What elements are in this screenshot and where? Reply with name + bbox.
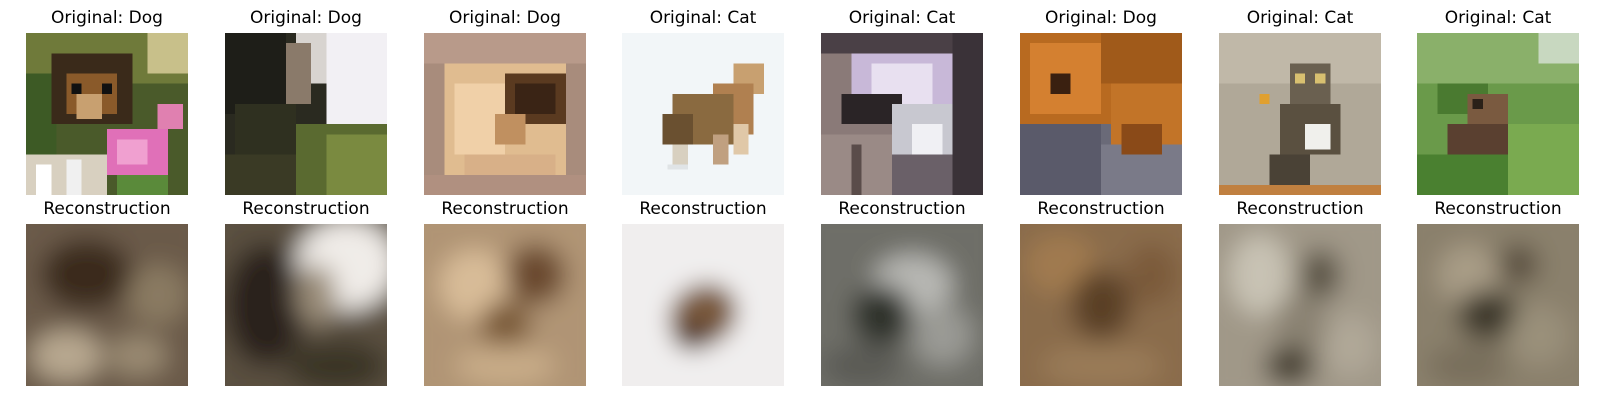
reconstruction-image (26, 224, 188, 386)
original-image-dog (424, 33, 586, 195)
reconstruction-panel-2: Reconstruction (225, 195, 387, 386)
original-panel-6: Original: Dog (1020, 4, 1182, 195)
reconstruction-panel-8: Reconstruction (1417, 195, 1579, 386)
reconstruction-panel-4: Reconstruction (622, 195, 784, 386)
original-image-cat (821, 33, 983, 195)
original-image-cat (1417, 33, 1579, 195)
panel-title: Reconstruction (43, 199, 171, 219)
reconstruction-panel-7: Reconstruction (1219, 195, 1381, 386)
reconstruction-panel-5: Reconstruction (821, 195, 983, 386)
original-image-dog (225, 33, 387, 195)
panel-title: Reconstruction (1236, 199, 1364, 219)
panel-title: Reconstruction (639, 199, 767, 219)
panel-title: Original: Cat (848, 8, 956, 28)
original-panel-8: Original: Cat (1417, 4, 1579, 195)
panel-title: Reconstruction (441, 199, 569, 219)
reconstruction-panel-3: Reconstruction (424, 195, 586, 386)
panel-title: Reconstruction (1037, 199, 1165, 219)
reconstruction-image (424, 224, 586, 386)
panel-title: Original: Dog (250, 8, 362, 28)
panel-title: Original: Cat (649, 8, 757, 28)
original-image-dog (1020, 33, 1182, 195)
panel-title: Original: Cat (1444, 8, 1552, 28)
panel-title: Original: Dog (51, 8, 163, 28)
panel-title: Original: Dog (449, 8, 561, 28)
original-panel-1: Original: Dog (26, 4, 188, 195)
original-image-dog (26, 33, 188, 195)
reconstruction-image (622, 224, 784, 386)
reconstruction-panel-6: Reconstruction (1020, 195, 1182, 386)
original-image-cat (622, 33, 784, 195)
original-image-cat (1219, 33, 1381, 195)
panel-title: Reconstruction (838, 199, 966, 219)
original-panel-3: Original: Dog (424, 4, 586, 195)
original-panel-4: Original: Cat (622, 4, 784, 195)
reconstruction-image (821, 224, 983, 386)
reconstruction-image (1219, 224, 1381, 386)
panel-title: Original: Dog (1045, 8, 1157, 28)
original-panel-2: Original: Dog (225, 4, 387, 195)
reconstruction-image (225, 224, 387, 386)
panel-title: Reconstruction (1434, 199, 1562, 219)
original-panel-7: Original: Cat (1219, 4, 1381, 195)
original-panel-5: Original: Cat (821, 4, 983, 195)
panel-title: Reconstruction (242, 199, 370, 219)
panel-title: Original: Cat (1246, 8, 1354, 28)
reconstruction-image (1020, 224, 1182, 386)
reconstruction-panel-1: Reconstruction (26, 195, 188, 386)
reconstruction-image (1417, 224, 1579, 386)
